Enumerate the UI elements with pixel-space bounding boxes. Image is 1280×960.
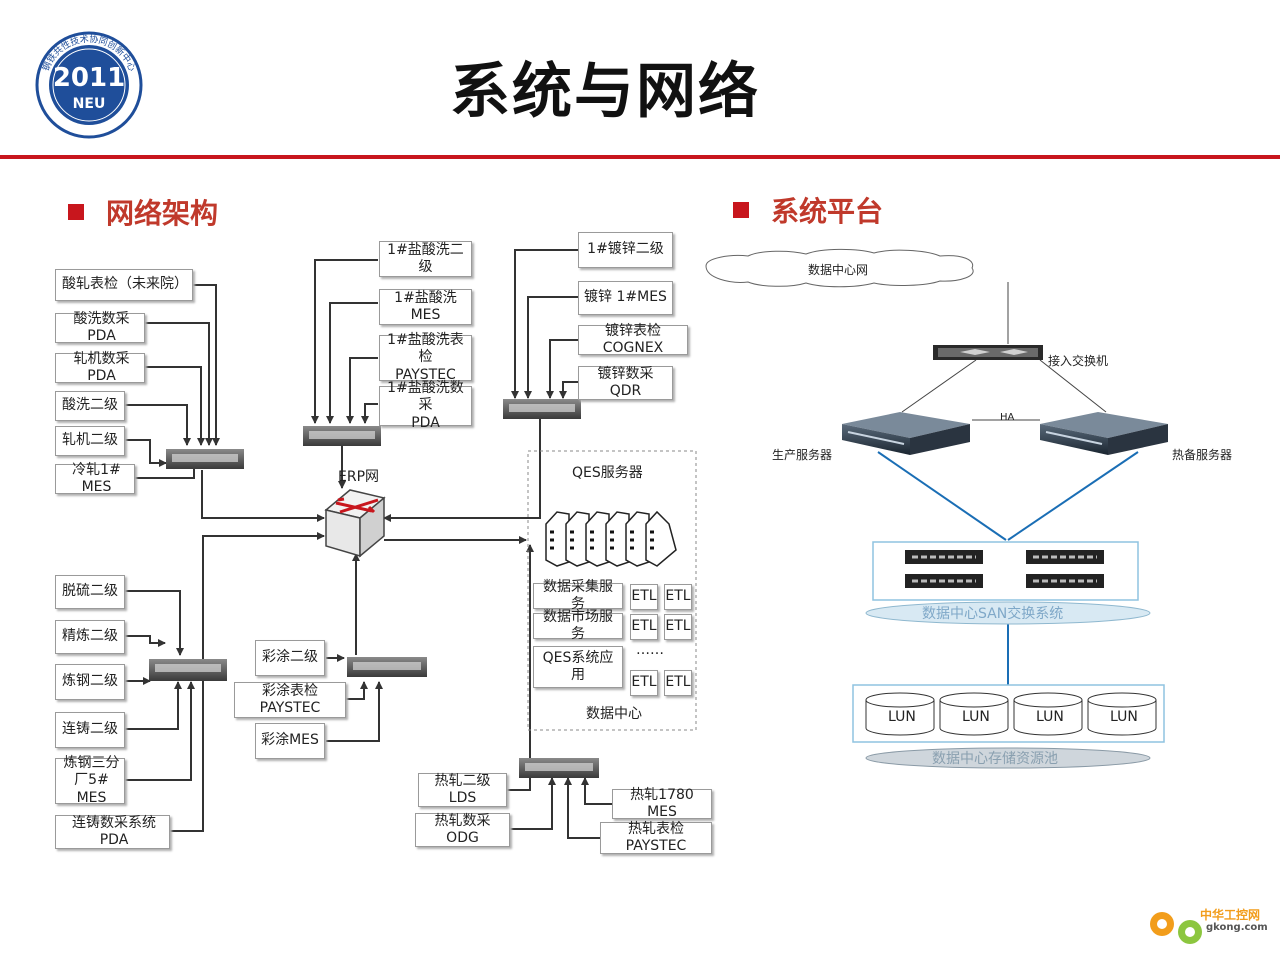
gear-icon — [1150, 912, 1202, 944]
node-hcl-pickling-inspection: 1#盐酸洗表检 PAYSTEC — [379, 332, 472, 383]
qes-service-collection: 数据采集服务 — [533, 579, 623, 612]
node-mill-l2: 轧机二级 — [55, 426, 125, 456]
switch-a — [166, 449, 244, 469]
watermark-cn: 中华工控网 — [1200, 908, 1261, 922]
node-casting-pda: 连铸数采系统PDA — [55, 815, 170, 849]
node-pickling-pda: 酸洗数采PDA — [55, 311, 145, 344]
bullet-square-icon — [68, 204, 84, 220]
qes-frame — [527, 450, 697, 731]
lun-label-3: LUN — [1036, 709, 1064, 725]
logo-abbr: NEU — [73, 96, 106, 112]
section-network: 网络架构 — [68, 192, 218, 232]
san-switch-icons — [905, 550, 1104, 588]
node-refining-l2: 精炼二级 — [55, 620, 125, 654]
logo-year: 2011 — [53, 63, 125, 93]
etl-box: ETL — [630, 614, 658, 640]
node-hot-roll-inspection: 热轧表检PAYSTEC — [600, 821, 712, 854]
qes-service-market: 数据市场服务 — [533, 609, 623, 642]
switch-e — [347, 657, 427, 677]
node-hcl-pickling-l2: 1#盐酸洗二级 — [379, 241, 472, 277]
san-band — [865, 601, 1151, 625]
etl-box: ETL — [664, 584, 692, 610]
qes-title: QES服务器 — [572, 465, 643, 481]
bullet-square-icon — [733, 202, 749, 218]
cloud-label: 数据中心网 — [808, 263, 869, 277]
qes-ellipsis: …… — [636, 642, 664, 658]
server-rack-icon — [545, 510, 677, 567]
node-galv-l2: 1#镀锌二级 — [578, 232, 673, 268]
node-casting-l2: 连铸二级 — [55, 712, 125, 748]
switch-b — [303, 426, 381, 446]
node-desulfurization-l2: 脱硫二级 — [55, 575, 125, 609]
etl-box: ETL — [630, 670, 658, 696]
etl-box: ETL — [630, 584, 658, 610]
node-coating-inspection: 彩涂表检PAYSTEC — [234, 682, 346, 718]
node-hot-roll-odg: 热轧数采ODG — [415, 813, 510, 847]
lun-disks — [865, 692, 1157, 736]
backup-server-icon — [1040, 412, 1168, 455]
node-coating-mes: 彩涂MES — [255, 723, 325, 759]
storage-band — [865, 747, 1151, 769]
qes-footer: 数据中心 — [586, 706, 642, 722]
title-divider — [0, 155, 1280, 159]
etl-box: ETL — [664, 670, 692, 696]
section-network-label: 网络架构 — [106, 197, 219, 230]
qes-service-application: QES系统应用 — [533, 646, 623, 688]
node-galv-mes: 镀锌 1#MES — [578, 281, 673, 315]
lun-label-1: LUN — [888, 709, 916, 725]
node-hot-roll-mes: 热轧1780 MES — [612, 787, 712, 820]
ha-label: HA — [1000, 412, 1015, 423]
node-coating-l2: 彩涂二级 — [255, 640, 325, 676]
logo: 2011 NEU 钢铁共性技术协同创新中心 — [34, 30, 144, 140]
storage-label: 数据中心存储资源池 — [932, 751, 1058, 767]
node-hcl-pickling-mes: 1#盐酸洗 MES — [379, 289, 472, 325]
node-hot-roll-lds: 热轧二级LDS — [418, 773, 507, 807]
node-galv-qdr: 镀锌数采QDR — [578, 366, 673, 400]
core-router-icon — [324, 489, 386, 558]
node-cold-roll-mes: 冷轧1# MES — [55, 462, 135, 495]
lun-label-2: LUN — [962, 709, 990, 725]
switch-f — [519, 758, 599, 778]
node-steelmaking-l2: 炼钢二级 — [55, 664, 125, 700]
node-acid-roll-inspection: 酸轧表检（未来院） — [55, 269, 193, 301]
server-backup-label: 热备服务器 — [1172, 448, 1233, 462]
section-platform-label: 系统平台 — [771, 195, 884, 228]
node-galv-inspection: 镀锌表检COGNEX — [578, 323, 688, 356]
production-server-icon — [842, 412, 970, 455]
san-label: 数据中心SAN交换系统 — [922, 606, 1064, 622]
access-switch-label: 接入交换机 — [1048, 354, 1109, 368]
node-steel-plant-mes: 炼钢三分 厂5# MES — [55, 755, 125, 806]
access-switch-icon — [933, 345, 1043, 360]
erp-label: ERP网 — [338, 469, 380, 485]
cloud-icon — [705, 248, 974, 288]
node-mill-pda: 轧机数采PDA — [55, 351, 145, 384]
switch-c — [503, 399, 581, 419]
etl-box: ETL — [664, 614, 692, 640]
section-platform: 系统平台 — [733, 190, 883, 230]
node-pickling-l2: 酸洗二级 — [55, 391, 125, 421]
page-title: 系统与网络 — [450, 57, 760, 127]
switch-d — [149, 659, 227, 681]
lun-label-4: LUN — [1110, 709, 1138, 725]
server-main-label: 生产服务器 — [772, 448, 833, 462]
node-hcl-pickling-pda: 1#盐酸洗数采 PDA — [379, 380, 472, 431]
watermark-url: gkong.com — [1206, 922, 1268, 933]
